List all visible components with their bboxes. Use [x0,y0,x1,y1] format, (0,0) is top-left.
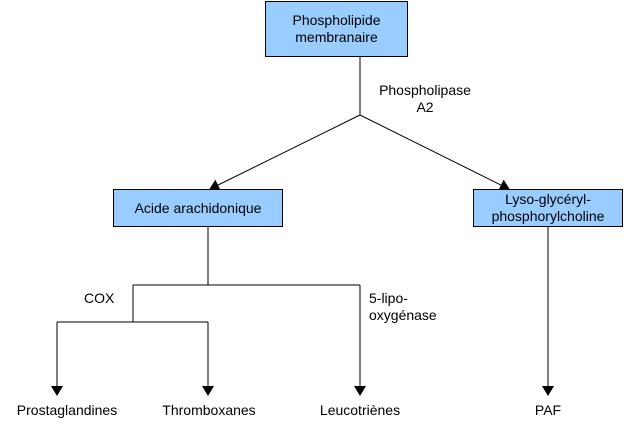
enzyme-cox: COX [84,290,115,306]
node-lyso-label: Lyso-glycéryl- phosphorylcholine [491,191,605,224]
enzyme-phospholipase-a2: Phospholipase A2 [379,82,471,115]
product-prostaglandines: Prostaglandines [16,402,118,418]
node-phospholipide-membranaire: Phospholipide membranaire [265,1,408,57]
arrow-to-lyso [359,114,510,191]
product-thromboxanes: Thromboxanes [162,402,256,418]
product-leucotrienes: Leucotriènes [319,402,401,418]
arrow-to-acide-arachidonique [209,114,361,191]
enzyme-5-lipoxygenase: 5-lipo- oxygénase [369,290,437,323]
product-paf: PAF [534,402,562,418]
node-acide-arachidonique-label: Acide arachidonique [134,199,262,216]
node-lyso-glyceryl-phosphorylcholine: Lyso-glycéryl- phosphorylcholine [473,189,623,227]
node-acide-arachidonique: Acide arachidonique [113,189,283,227]
node-phospholipide-label: Phospholipide membranaire [292,12,381,45]
